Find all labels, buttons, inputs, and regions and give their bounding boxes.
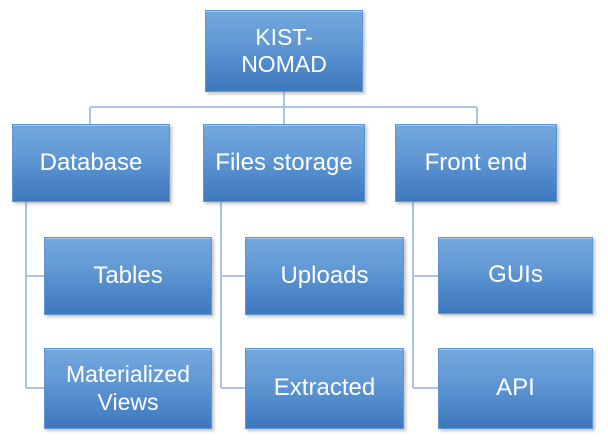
node-api: API [438,348,593,429]
node-files-storage-label: Files storage [215,148,353,176]
node-kist-nomad: KIST- NOMAD [205,10,363,92]
node-uploads-label: Uploads [280,261,369,289]
node-api-label: API [496,374,535,402]
node-files-storage: Files storage [203,124,365,202]
node-front-end-label: Front end [424,148,528,176]
node-guis-label: GUIs [488,261,543,289]
node-kist-nomad-label: KIST- NOMAD [241,23,327,77]
node-database: Database [12,124,170,202]
node-extracted-label: Extracted [273,374,376,402]
node-database-label: Database [39,148,143,176]
node-tables-label: Tables [93,261,163,289]
node-extracted: Extracted [245,348,404,429]
node-front-end: Front end [395,124,557,202]
node-tables: Tables [44,237,212,315]
node-uploads: Uploads [245,237,404,315]
node-materialized-views-label: Materialized Views [66,361,190,415]
node-guis: GUIs [438,237,593,314]
node-materialized-views: Materialized Views [44,348,212,429]
